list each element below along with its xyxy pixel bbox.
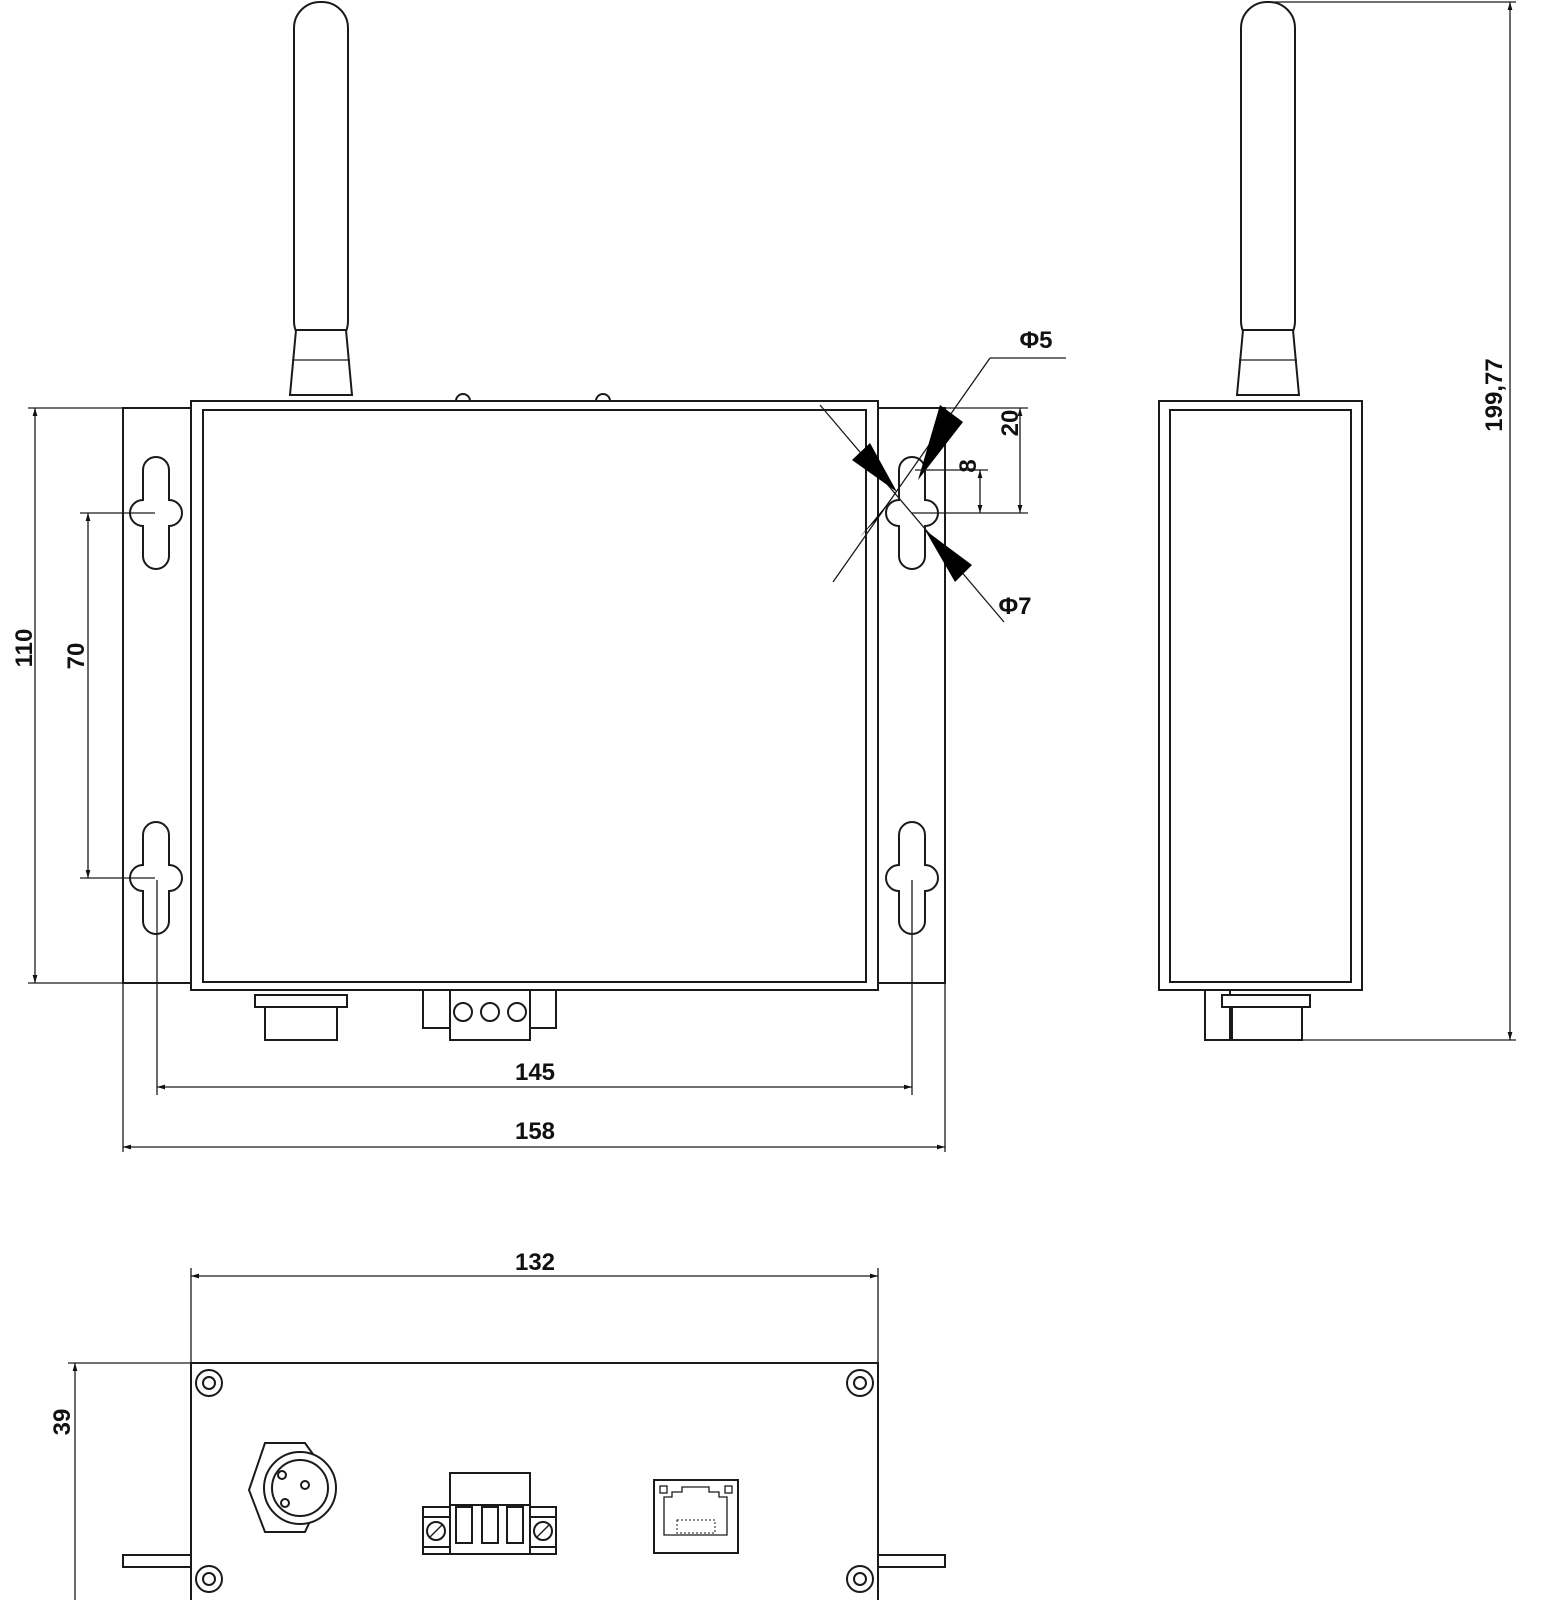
dim-label-20: 20 bbox=[997, 410, 1024, 437]
bottom-connectors bbox=[254, 989, 557, 1041]
dim-label-158: 158 bbox=[515, 1118, 555, 1145]
antenna bbox=[288, 1, 354, 396]
end-view bbox=[122, 1362, 946, 1600]
dim-label-phi7: Φ7 bbox=[998, 593, 1031, 620]
dimension-hole-detail: Φ5 Φ7 20 8 bbox=[819, 327, 1066, 623]
dim-label-8: 8 bbox=[955, 459, 982, 472]
dimension-110: 110 bbox=[11, 407, 123, 984]
dimension-199-77: 199,77 bbox=[1268, 1, 1516, 1041]
dim-label-phi5: Φ5 bbox=[1019, 327, 1052, 354]
aviation-power-connector bbox=[247, 1442, 337, 1533]
dim-label-132: 132 bbox=[515, 1249, 555, 1276]
dimension-158: 158 bbox=[122, 983, 946, 1152]
dim-label-110: 110 bbox=[11, 629, 38, 668]
dimension-145: 145 bbox=[156, 880, 913, 1095]
dimension-70: 70 bbox=[63, 512, 155, 879]
corner-screws bbox=[195, 1369, 874, 1593]
terminal-block-connector bbox=[422, 1472, 557, 1555]
enclosure-body bbox=[190, 400, 879, 991]
dim-label-145: 145 bbox=[515, 1059, 555, 1086]
dim-label-39: 39 bbox=[49, 1409, 76, 1436]
front-view bbox=[122, 1, 946, 1041]
side-view bbox=[1158, 1, 1363, 1041]
dim-label-70: 70 bbox=[63, 643, 90, 670]
rj45-ethernet-port bbox=[653, 1479, 739, 1554]
dim-label-199-77: 199,77 bbox=[1481, 358, 1508, 431]
dimension-39: 39 bbox=[49, 1362, 191, 1600]
dimension-132: 132 bbox=[190, 1249, 879, 1363]
